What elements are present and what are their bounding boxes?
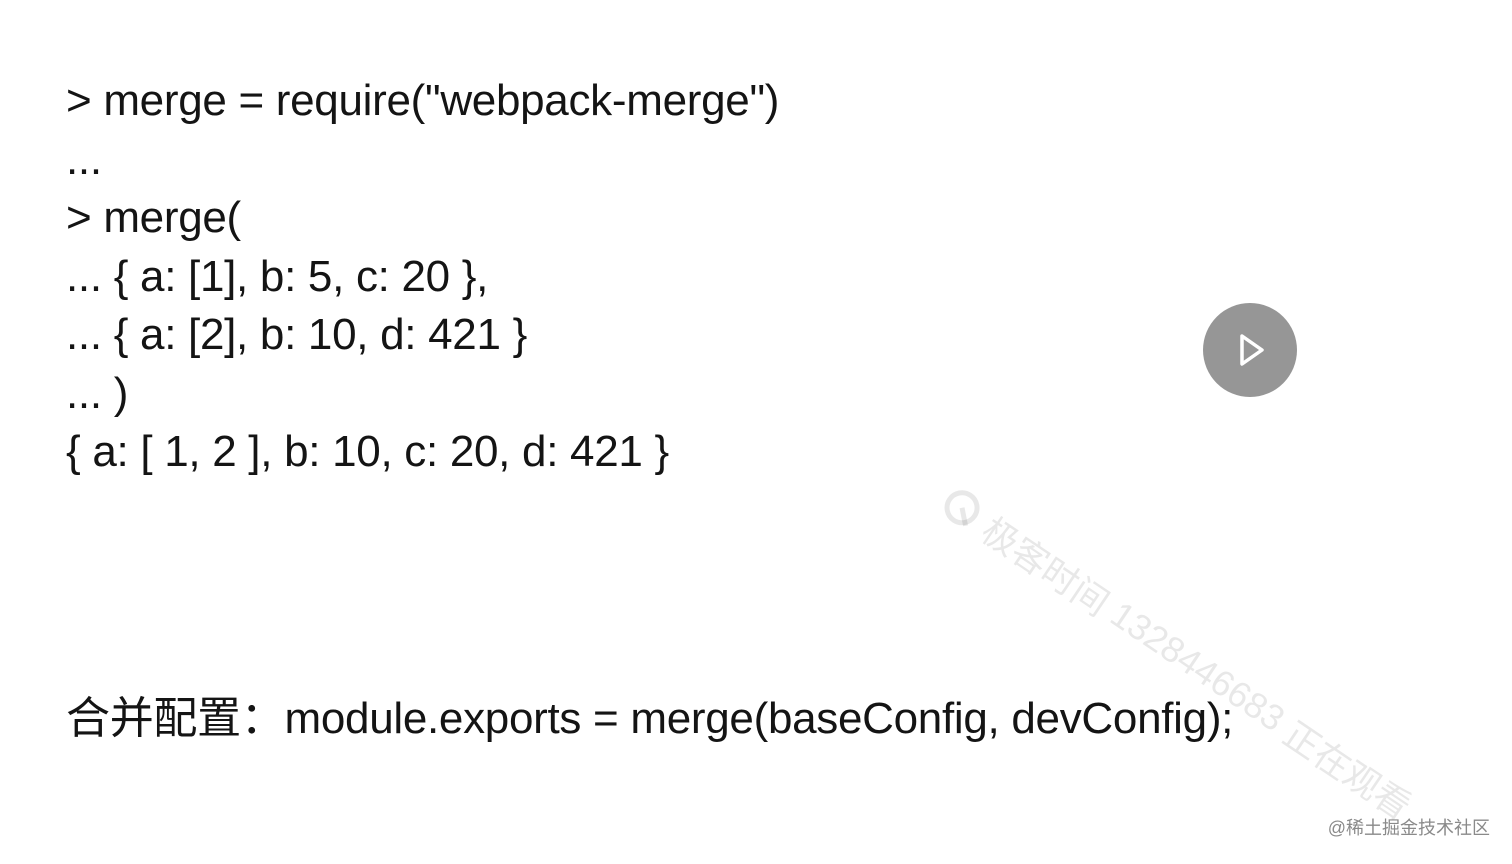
summary-label: 合并配置： <box>66 694 285 743</box>
watermark-status: 正在观看 <box>1276 713 1419 828</box>
code-line-3: > merge( <box>66 193 241 242</box>
watermark: 极客时间 1328446683 正在观看 <box>931 475 1423 830</box>
code-line-7: { a: [ 1, 2 ], b: 10, c: 20, d: 421 } <box>66 427 669 476</box>
code-line-5: ... { a: [2], b: 10, d: 421 } <box>66 310 527 359</box>
summary-code: module.exports = merge(baseConfig, devCo… <box>284 694 1234 743</box>
site-credit: @稀土掘金技术社区 <box>1327 818 1490 838</box>
code-line-6: ... ) <box>66 368 129 418</box>
play-button[interactable] <box>1203 303 1297 397</box>
code-line-2: ... <box>66 134 102 184</box>
code-line-4: ... { a: [1], b: 5, c: 20 }, <box>66 251 489 301</box>
watermark-brand: 极客时间 <box>974 509 1117 625</box>
code-block: > merge = require("webpack-merge") ... >… <box>66 72 779 482</box>
play-icon <box>1240 334 1264 366</box>
code-line-1: > merge = require("webpack-merge") <box>66 76 780 125</box>
merge-config-summary: 合并配置：module.exports = merge(baseConfig, … <box>66 690 1233 748</box>
geektime-logo-icon <box>944 490 980 527</box>
